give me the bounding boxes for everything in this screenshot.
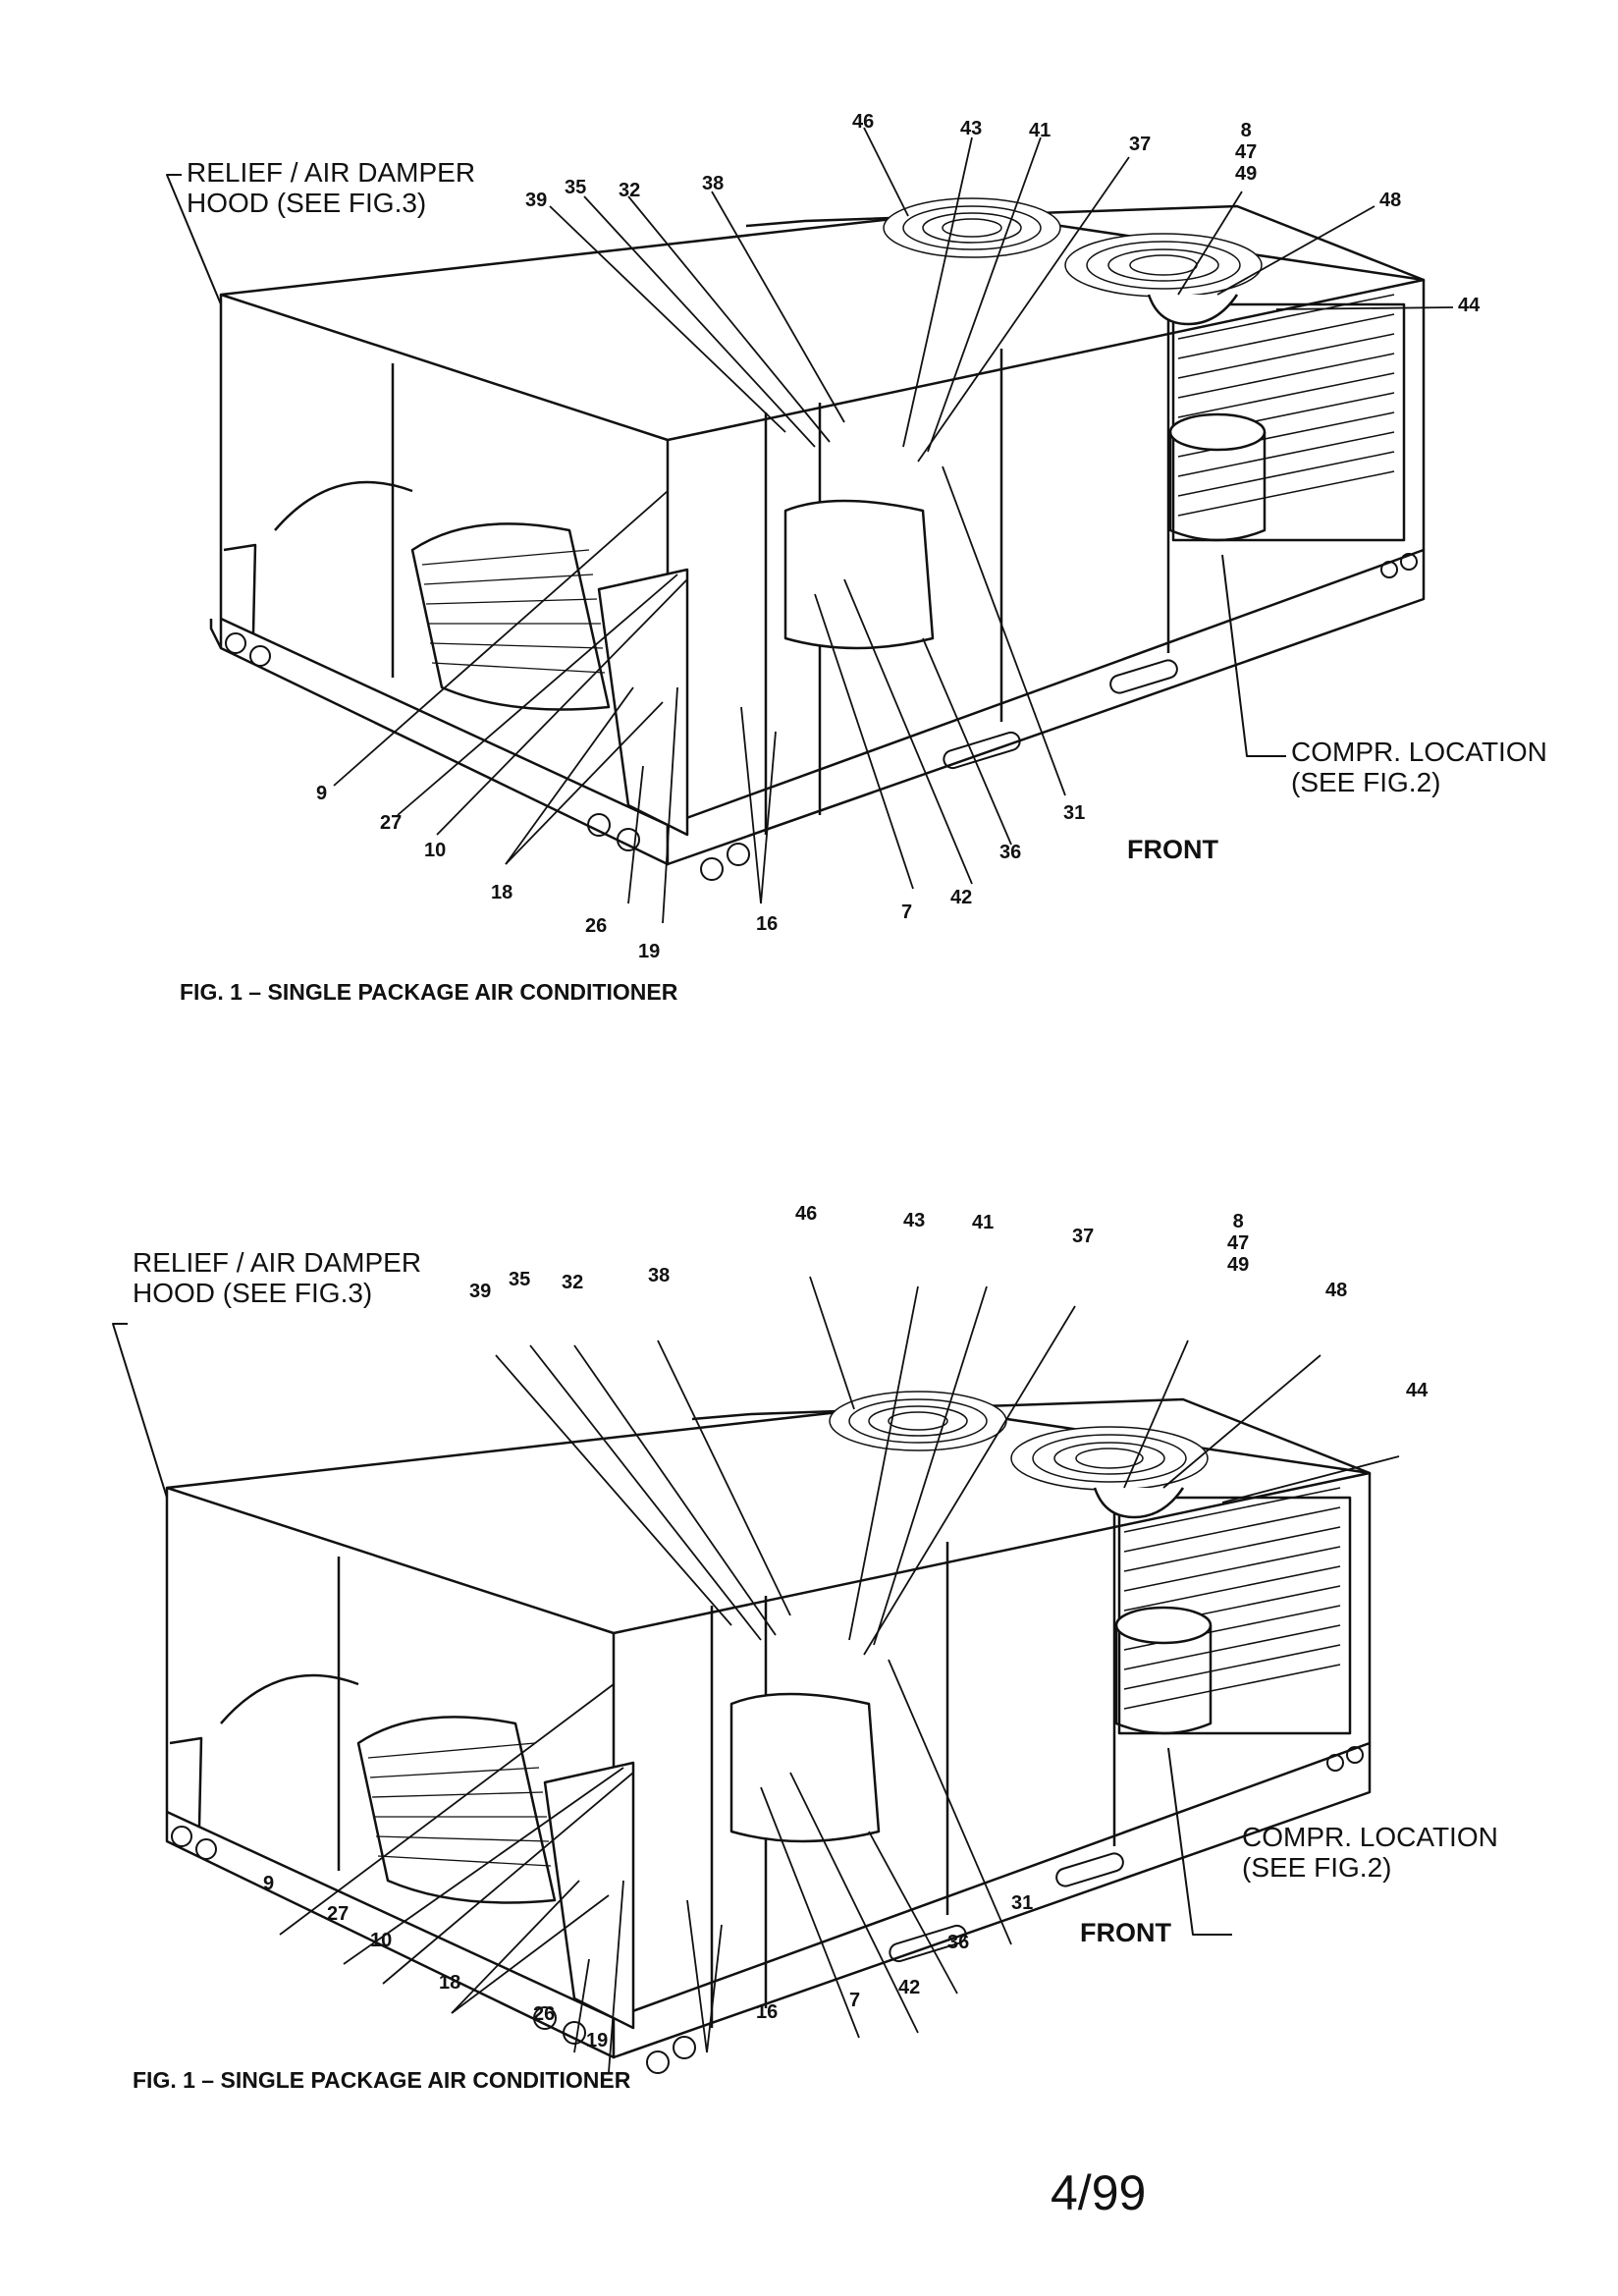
callout-41: 41: [1029, 120, 1052, 141]
callout-43: 43: [903, 1210, 926, 1231]
callout-10: 10: [424, 840, 447, 861]
callout-32: 32: [562, 1272, 584, 1293]
callout-8: 8: [1240, 120, 1252, 141]
callout-32: 32: [619, 180, 641, 201]
callout-stack-8-47-49: 8 47 49: [1235, 120, 1257, 185]
figure-caption: FIG. 1 – SINGLE PACKAGE AIR CONDITIONER: [180, 979, 678, 1005]
callout-16: 16: [756, 913, 779, 935]
figure-caption: FIG. 1 – SINGLE PACKAGE AIR CONDITIONER: [133, 2067, 631, 2093]
callout-48: 48: [1325, 1280, 1348, 1301]
callout-26: 26: [585, 915, 608, 937]
callout-39: 39: [525, 190, 548, 211]
callout-16: 16: [756, 2001, 779, 2023]
callout-47: 47: [1227, 1232, 1250, 1254]
callout-7: 7: [849, 1990, 861, 2011]
compressor-location-label-line1: COMPR. LOCATION: [1291, 737, 1547, 767]
page-number: 4/99: [1051, 2165, 1147, 2220]
callout-27: 27: [380, 812, 403, 834]
callout-26: 26: [533, 2003, 556, 2025]
callout-36: 36: [947, 1932, 970, 1953]
callout-47: 47: [1235, 141, 1258, 163]
callout-31: 31: [1011, 1892, 1034, 1914]
callout-35: 35: [509, 1269, 531, 1290]
callout-38: 38: [648, 1265, 671, 1286]
callout-46: 46: [852, 111, 875, 133]
callout-41: 41: [972, 1212, 995, 1233]
callout-37: 37: [1072, 1226, 1095, 1247]
compressor-location-label-line2: (SEE FIG.2): [1242, 1852, 1392, 1883]
relief-hood-label: RELIEF / AIR DAMPER HOOD (SEE FIG.3): [133, 1247, 421, 1308]
callout-9: 9: [263, 1873, 275, 1894]
front-label: FRONT: [1127, 835, 1218, 864]
front-label: FRONT: [1080, 1918, 1171, 1947]
relief-hood-label-line2: HOOD (SEE FIG.3): [187, 188, 427, 218]
callout-38: 38: [702, 173, 725, 194]
callout-44: 44: [1406, 1380, 1429, 1401]
figure-bottom: RELIEF / AIR DAMPER HOOD (SEE FIG.3) COM…: [0, 1149, 1618, 2131]
callout-35: 35: [565, 177, 587, 198]
callout-9: 9: [316, 783, 328, 804]
callout-49: 49: [1227, 1254, 1250, 1276]
callout-46: 46: [795, 1203, 818, 1225]
callout-31: 31: [1063, 802, 1086, 824]
figure-top: RELIEF / AIR DAMPER HOOD (SEE FIG.3) COM…: [0, 0, 1618, 1005]
relief-hood-label-line1: RELIEF / AIR DAMPER: [187, 157, 476, 188]
callout-8: 8: [1232, 1211, 1244, 1232]
callout-49: 49: [1235, 163, 1258, 185]
unit-drawing: [112, 1276, 1400, 2074]
callout-37: 37: [1129, 134, 1152, 155]
callout-19: 19: [638, 941, 661, 962]
relief-hood-label-line2: HOOD (SEE FIG.3): [133, 1278, 373, 1308]
callout-10: 10: [370, 1930, 393, 1951]
callout-39: 39: [469, 1281, 492, 1302]
callout-19: 19: [586, 2030, 609, 2051]
callout-27: 27: [327, 1903, 350, 1925]
compressor-location-label-line2: (SEE FIG.2): [1291, 767, 1441, 797]
callout-43: 43: [960, 118, 983, 139]
callout-stack-8-47-49: 8 47 49: [1227, 1211, 1249, 1276]
callout-48: 48: [1379, 190, 1402, 211]
callout-44: 44: [1458, 295, 1481, 316]
compressor-location-label-line1: COMPR. LOCATION: [1242, 1822, 1498, 1852]
callout-7: 7: [901, 902, 913, 923]
callout-42: 42: [950, 887, 973, 908]
callout-18: 18: [439, 1972, 461, 1994]
callout-18: 18: [491, 882, 513, 903]
unit-drawing: [166, 127, 1454, 924]
compressor-location-label: COMPR. LOCATION (SEE FIG.2): [1291, 737, 1547, 797]
relief-hood-label: RELIEF / AIR DAMPER HOOD (SEE FIG.3): [187, 157, 475, 218]
relief-hood-label-line1: RELIEF / AIR DAMPER: [133, 1247, 422, 1278]
callout-36: 36: [999, 842, 1022, 863]
compressor-location-label: COMPR. LOCATION (SEE FIG.2): [1242, 1822, 1498, 1883]
callout-42: 42: [898, 1977, 921, 1998]
